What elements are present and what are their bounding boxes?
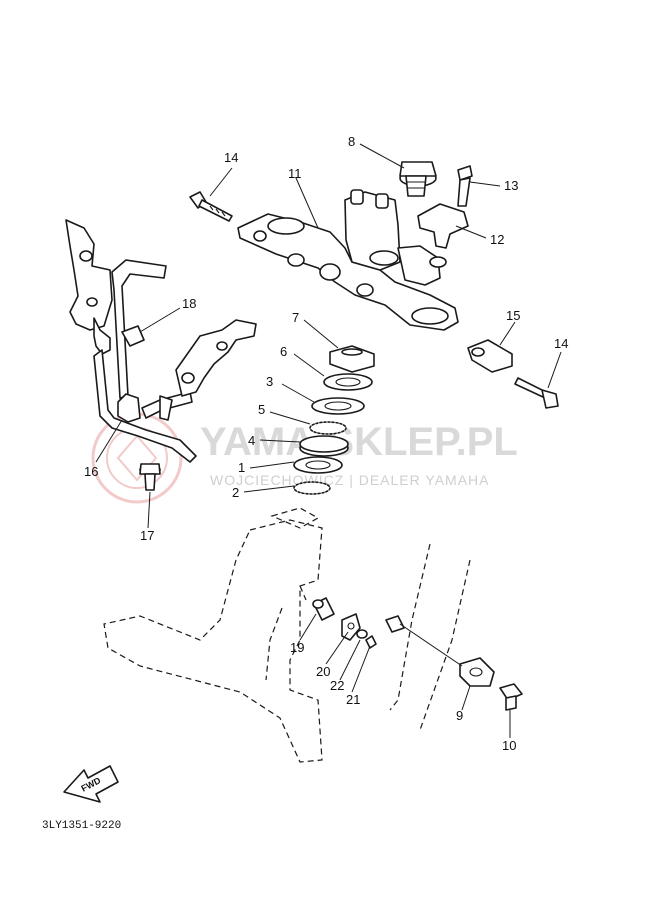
fork-leg [389,543,471,731]
callout-4: 4 [248,433,255,448]
watermark-tagline: WOJCIECHOWICZ | DEALER YAMAHA [210,472,489,488]
callout-15: 15 [506,308,520,323]
callout-1: 1 [238,460,245,475]
callout-14-upper: 14 [224,150,238,165]
steering-stem-lower [103,507,323,763]
callout-12: 12 [490,232,504,247]
clip-18 [121,325,145,347]
bolt-14-upper [189,191,233,222]
callout-7: 7 [292,310,299,325]
callout-16: 16 [84,464,98,479]
sensor-19 [312,597,335,621]
bolt-8 [399,161,437,197]
fwd-arrow-icon: FWD [63,765,119,803]
screw-21 [365,635,377,649]
watermark-brand: YAMA-SKLEP.PL [200,420,518,464]
callout-18: 18 [182,296,196,311]
bolt-10 [499,683,523,711]
callout-6: 6 [280,344,287,359]
steering-stack [293,345,375,495]
watermark: YAMA-SKLEP.PL WOJCIECHOWICZ | DEALER YAM… [91,412,518,504]
callout-10: 10 [502,738,516,753]
washer-22 [356,629,368,639]
callout-13: 13 [504,178,518,193]
callout-2: 2 [232,485,239,500]
callout-22: 22 [330,678,344,693]
bolt-14-right [514,377,559,409]
callout-19: 19 [290,640,304,655]
clamp-9 [385,615,495,687]
bolt-13 [457,165,473,207]
diagram-code: 3LY1351-9220 [42,820,121,832]
callout-8: 8 [348,134,355,149]
callout-14-right: 14 [554,336,568,351]
callout-17: 17 [140,528,154,543]
upper-bracket-11 [237,189,459,331]
callout-9: 9 [456,708,463,723]
cap-12 [417,203,469,268]
callout-3: 3 [266,374,273,389]
stay-bracket-assembly [65,219,257,463]
clamp-15 [467,339,513,373]
callout-20: 20 [316,664,330,679]
callout-21: 21 [346,692,360,707]
callout-labels: 1 2 3 4 5 6 7 8 9 10 11 12 13 14 14 15 1… [84,134,568,753]
callout-11: 11 [288,166,302,181]
callout-5: 5 [258,402,265,417]
leader-lines [95,143,562,738]
bolt-17 [139,463,161,491]
